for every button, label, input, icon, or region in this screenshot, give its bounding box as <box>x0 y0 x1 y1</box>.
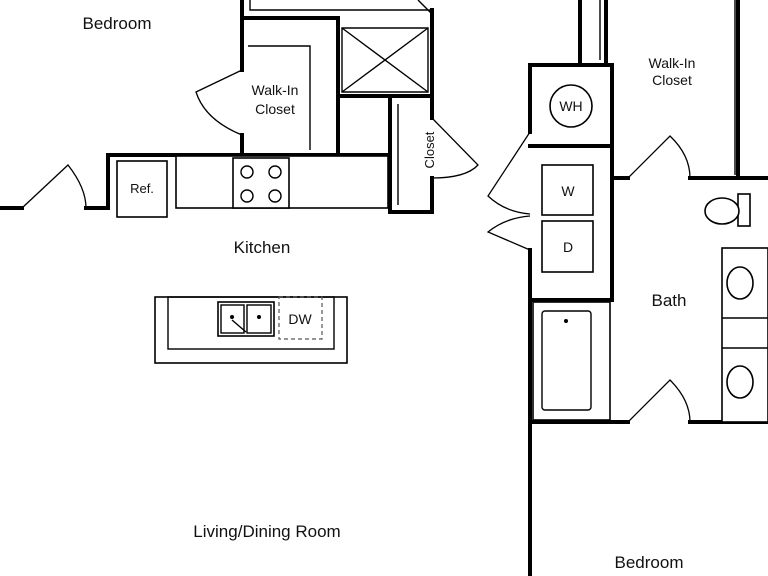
washer: W <box>541 164 594 216</box>
vanity <box>721 247 768 423</box>
room-labels: Bedroom Walk-In Closet Closet Walk-In Cl… <box>83 14 696 572</box>
dishwasher-label: DW <box>288 311 312 327</box>
refrigerator: Ref. <box>116 160 168 218</box>
sink-icon <box>217 301 275 337</box>
bedroom-top-label: Bedroom <box>83 14 152 33</box>
kitchen-label: Kitchen <box>234 238 291 257</box>
water-heater: WH <box>549 84 593 128</box>
bedroom-bottom-label: Bedroom <box>615 553 684 572</box>
closet-shelves <box>248 0 736 205</box>
hatched-closet <box>249 0 433 93</box>
walkin-right-label-2: Closet <box>652 72 692 88</box>
washer-label: W <box>561 183 575 199</box>
closet-label: Closet <box>422 131 437 168</box>
bath-label: Bath <box>652 291 687 310</box>
kitchen-counter <box>175 155 389 209</box>
walkin-left-label-1: Walk-In <box>252 82 299 98</box>
walkin-right-label-1: Walk-In <box>649 55 696 71</box>
stove-icon <box>232 157 290 209</box>
walkin-left-label-2: Closet <box>255 101 295 117</box>
water-heater-label: WH <box>559 98 582 114</box>
dryer-label: D <box>563 239 573 255</box>
kitchen-island: DW <box>154 296 348 364</box>
dishwasher-icon <box>278 296 323 340</box>
dryer: D <box>541 220 594 273</box>
refrigerator-label: Ref. <box>130 181 154 196</box>
toilet <box>704 193 751 227</box>
doors <box>21 69 691 423</box>
living-dining-label: Living/Dining Room <box>193 522 340 541</box>
bathtub <box>532 301 611 421</box>
